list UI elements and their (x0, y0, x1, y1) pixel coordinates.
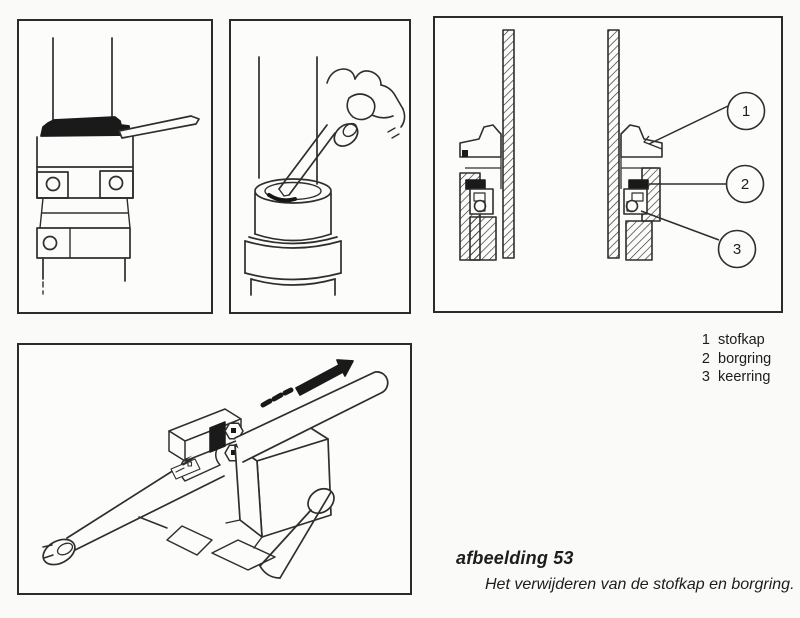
left-seal-assembly (459, 124, 502, 261)
legend-item-label: keerring (718, 369, 771, 385)
inner-tube-cross-sections (502, 29, 620, 259)
right-seal-assembly (620, 124, 663, 261)
panel-fork-in-vise (17, 343, 412, 595)
removal-arrow (260, 359, 354, 408)
outer-leg-cup (244, 178, 342, 296)
inner-tube-lines (52, 37, 113, 121)
screwdriver-blade (118, 115, 200, 139)
legend-item-label: stofkap (718, 332, 765, 348)
callout-leader-lines (640, 105, 729, 241)
legend-item-number: 3 (701, 369, 710, 385)
screwdriver-in-tube-illustration (244, 56, 406, 296)
legend-item-label: borgring (718, 350, 772, 367)
figure-caption-title: afbeelding 53 (456, 548, 574, 568)
vise-handle (259, 487, 335, 579)
legend-item-number: 2 (701, 350, 710, 367)
panel-prying-circlip (229, 19, 411, 314)
bench-blocks (138, 516, 276, 571)
fork-seal-cross-section-illustration: 1 2 3 (459, 29, 766, 269)
dust-cap-prying-illustration (36, 37, 200, 295)
screwdriver (278, 122, 359, 197)
legend-item: 3 keerring (699, 368, 771, 387)
circlip-arc (267, 193, 297, 203)
legend-item: 1 stofkap (699, 331, 771, 350)
legend-item-number: 1 (701, 332, 710, 348)
parts-legend: 1 stofkap 2 borgring 3 keerring (699, 331, 771, 387)
callout-3: 3 (717, 229, 757, 269)
stanchion-tube (234, 371, 389, 463)
fork-dropout-tip (42, 538, 76, 566)
svg-text:3: 3 (733, 241, 741, 258)
fork-lower-leg (42, 443, 225, 566)
callout-1: 1 (726, 91, 766, 131)
callout-2: 2 (725, 164, 765, 204)
fork-slider-body (36, 134, 134, 295)
fork-leg-in-vise-illustration (42, 359, 389, 579)
panel-prying-dust-cap (17, 19, 213, 314)
svg-text:1: 1 (742, 103, 750, 120)
panel-seal-cross-section: 1 2 3 (433, 16, 783, 313)
hand-outline (326, 68, 406, 139)
label-sticker (170, 458, 201, 480)
hex-bolt-1 (224, 422, 244, 440)
dust-cap-black (40, 116, 131, 137)
svg-text:2: 2 (741, 176, 749, 193)
figure-caption-subtitle: Het verwijderen van de stofkap en borgri… (485, 576, 795, 593)
legend-item: 2 borgring (699, 350, 771, 369)
fork-tube-lines (258, 56, 318, 185)
